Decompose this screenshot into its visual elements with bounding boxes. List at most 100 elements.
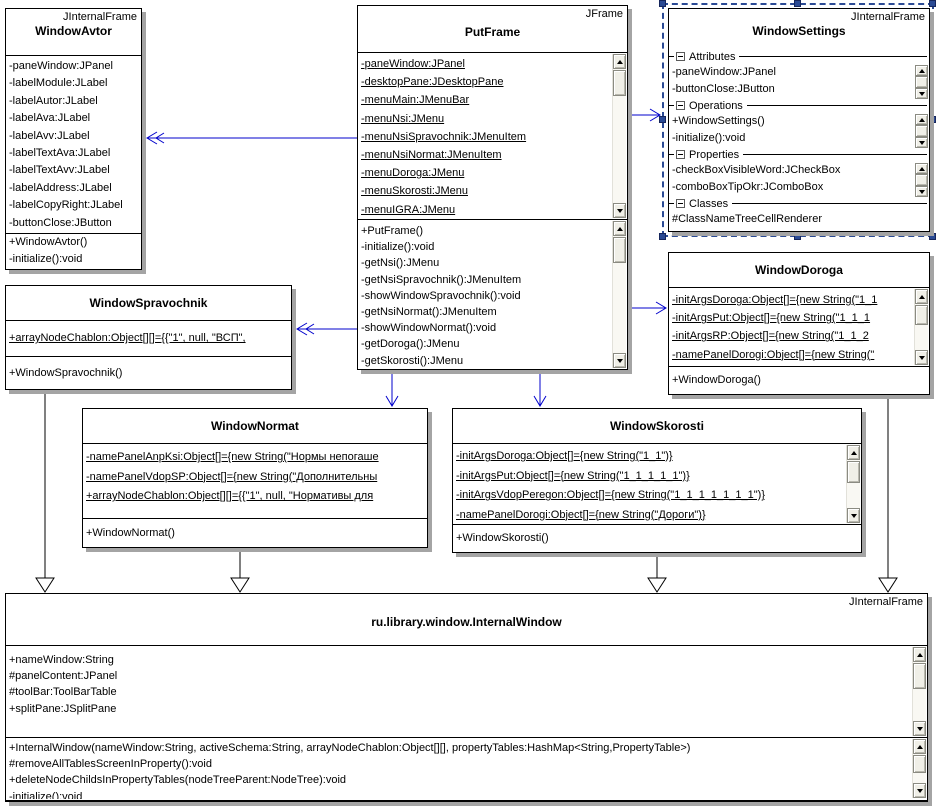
scroll-up-button[interactable] <box>913 647 926 662</box>
attribute: -initArgsVdopPeregon:Object[]={new Strin… <box>456 489 765 502</box>
class-box-internalwindow[interactable]: JInternalFrame ru.library.window.Interna… <box>5 593 928 802</box>
attribute: -labelModule:JLabel <box>9 77 108 90</box>
scroll-up-button[interactable] <box>613 221 626 236</box>
scroll-up-button[interactable] <box>913 739 926 754</box>
class-box-windownormat[interactable]: WindowNormat -namePanelAnpKsi:Object[]={… <box>82 408 428 548</box>
scroll-down-button[interactable] <box>613 353 626 368</box>
scroll-thumb[interactable] <box>915 174 928 186</box>
scroll-up-button[interactable] <box>613 54 626 69</box>
scroll-down-button[interactable] <box>915 137 928 148</box>
section-header-operations[interactable]: Operations <box>669 98 929 113</box>
vertical-scrollbar[interactable] <box>612 221 626 368</box>
attribute: -labelAvv:JLabel <box>9 129 90 142</box>
triangle-up-icon <box>616 226 623 231</box>
scroll-up-button[interactable] <box>915 114 928 125</box>
vertical-scrollbar[interactable] <box>912 647 926 736</box>
vertical-scrollbar[interactable] <box>915 65 928 99</box>
generalization-windownormat-to-internalwindow <box>230 549 250 593</box>
section-line <box>746 105 927 106</box>
class-name: ru.library.window.InternalWindow <box>371 615 562 629</box>
vertical-scrollbar[interactable] <box>912 739 926 798</box>
operations-compartment: +WindowSkorosti() <box>453 524 861 552</box>
vertical-scrollbar[interactable] <box>612 54 626 218</box>
operation: -showWindowSpravochnik():void <box>361 289 521 302</box>
section-line <box>669 154 674 155</box>
class-box-windowavtor[interactable]: JInternalFrame WindowAvtor -paneWindow:J… <box>5 8 142 270</box>
operation: +WindowNormat() <box>86 526 175 539</box>
class-box-windowdoroga[interactable]: WindowDoroga -initArgsDoroga:Object[]={n… <box>668 252 930 395</box>
selection-handle-right-middle[interactable] <box>929 116 936 123</box>
class-box-windowsettings[interactable]: JInternalFrame WindowSettings Attributes… <box>668 8 930 232</box>
vertical-scrollbar[interactable] <box>846 445 860 523</box>
scroll-down-button[interactable] <box>913 721 926 736</box>
vertical-scrollbar[interactable] <box>915 163 928 197</box>
attribute: -initArgsPut:Object[]={new String("1_1_1 <box>672 312 871 325</box>
selection-handle-top-right[interactable] <box>929 0 936 7</box>
triangle-up-icon <box>918 68 925 73</box>
operations-compartment: +WindowAvtor() -initialize():void <box>6 233 141 269</box>
triangle-up-icon <box>918 117 925 122</box>
scroll-thumb[interactable] <box>613 70 626 96</box>
class-title-compartment: WindowSpravochnik <box>6 286 291 321</box>
vertical-scrollbar[interactable] <box>915 114 928 148</box>
scroll-down-button[interactable] <box>847 508 860 523</box>
scroll-thumb[interactable] <box>915 125 928 137</box>
vertical-scrollbar[interactable] <box>914 289 928 365</box>
dependency-arrow-putframe-to-windowsettings <box>628 108 661 122</box>
generalization-windowdoroga-to-internalwindow <box>878 396 898 593</box>
attribute: -menuNsi:JMenu <box>361 112 445 125</box>
attributes-compartment: -initArgsDoroga:Object[]={new String("1_… <box>453 444 861 524</box>
collapse-icon[interactable] <box>676 101 685 110</box>
selection-handle-bottom-right[interactable] <box>929 233 936 240</box>
scroll-down-button[interactable] <box>613 203 626 218</box>
scroll-thumb[interactable] <box>915 305 928 325</box>
scroll-thumb[interactable] <box>847 461 860 483</box>
class-title-compartment: JInternalFrame ru.library.window.Interna… <box>6 594 927 646</box>
scroll-thumb[interactable] <box>913 755 926 773</box>
attribute: +nameWindow:String <box>9 654 114 666</box>
triangle-up-icon <box>916 652 923 657</box>
scroll-down-button[interactable] <box>913 783 926 798</box>
attribute: #toolBar:ToolBarTable <box>9 686 117 699</box>
section-header-classes[interactable]: Classes <box>669 196 929 211</box>
scroll-down-button[interactable] <box>915 186 928 197</box>
attribute: #panelContent:JPanel <box>9 670 118 683</box>
scroll-up-button[interactable] <box>915 163 928 174</box>
class-box-putframe[interactable]: JFrame PutFrame -paneWindow:JPanel -desk… <box>357 5 628 370</box>
selection-handle-bottom-middle[interactable] <box>794 233 801 240</box>
operation: -getNsiSpravochnik():JMenuItem <box>361 273 522 286</box>
section-header-properties[interactable]: Properties <box>669 147 929 162</box>
collapse-icon[interactable] <box>676 150 685 159</box>
scroll-thumb[interactable] <box>913 663 926 689</box>
operation: -getNsi():JMenu <box>361 257 440 270</box>
attribute: -paneWindow:JPanel <box>672 66 776 78</box>
collapse-icon[interactable] <box>676 52 685 61</box>
scroll-up-button[interactable] <box>915 289 928 304</box>
attributes-compartment: -paneWindow:JPanel -desktopPane:JDesktop… <box>358 53 627 219</box>
class-name: WindowSpravochnik <box>89 295 208 310</box>
operations-compartment: +WindowDoroga() <box>669 366 929 394</box>
section-header-attributes[interactable]: Attributes <box>669 49 929 64</box>
scroll-up-button[interactable] <box>915 65 928 76</box>
class-box-windowskorosti[interactable]: WindowSkorosti -initArgsDoroga:Object[]=… <box>452 408 862 553</box>
scroll-down-button[interactable] <box>915 88 928 99</box>
selection-handle-top-middle[interactable] <box>794 0 801 7</box>
collapse-icon[interactable] <box>676 199 685 208</box>
scroll-up-button[interactable] <box>847 445 860 460</box>
selection-handle-top-left[interactable] <box>659 0 666 7</box>
scroll-thumb[interactable] <box>613 237 626 263</box>
attribute: -labelAutor:JLabel <box>9 94 98 107</box>
selection-handle-bottom-left[interactable] <box>659 233 666 240</box>
section-label: Attributes <box>689 50 736 63</box>
class-name: WindowNormat <box>211 418 299 433</box>
class-title-compartment: JInternalFrame WindowSettings <box>669 9 929 49</box>
class-box-windowspravochnik[interactable]: WindowSpravochnik +arrayNodeChablon:Obje… <box>5 285 292 390</box>
selection-handle-left-middle[interactable] <box>659 116 666 123</box>
section-line <box>743 154 927 155</box>
triangle-up-icon <box>918 294 925 299</box>
triangle-down-icon <box>616 358 623 363</box>
class-title-compartment: WindowSkorosti <box>453 409 861 444</box>
scroll-thumb[interactable] <box>915 76 928 88</box>
scroll-down-button[interactable] <box>915 350 928 365</box>
operation: -initialize():void <box>672 132 746 144</box>
